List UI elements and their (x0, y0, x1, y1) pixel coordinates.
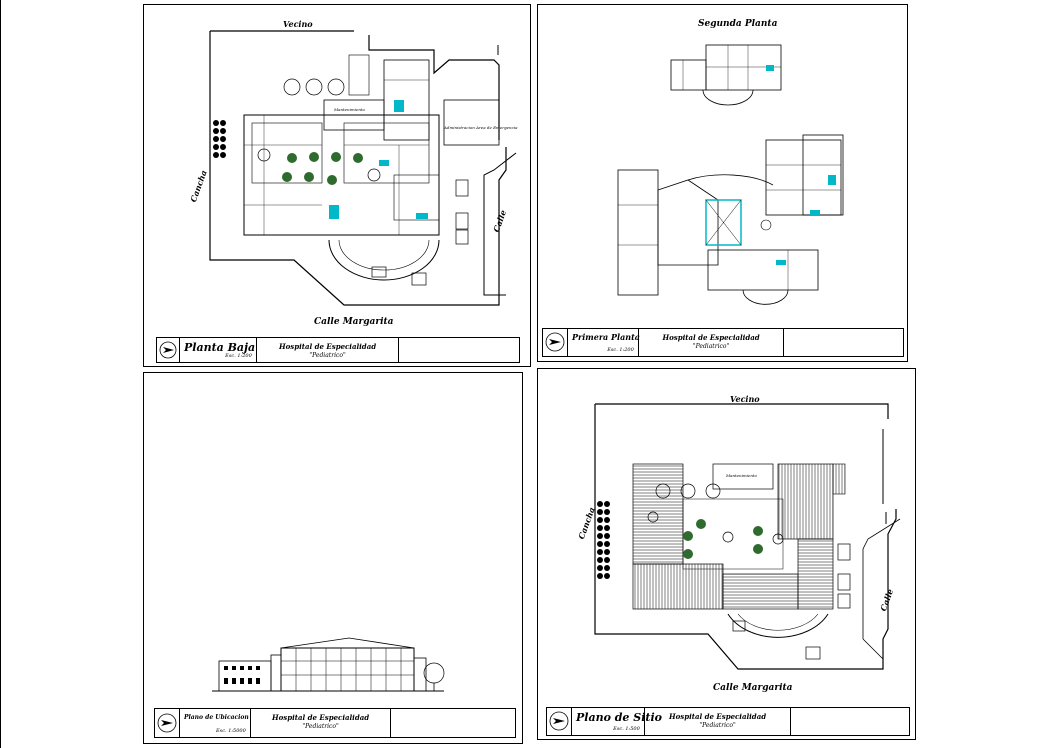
title-block-planta-baja: Planta Baja Esc. 1:200 Hospital de Espec… (156, 337, 520, 363)
north-arrow-icon (545, 332, 565, 352)
north-arrow-icon (549, 711, 569, 731)
room-label-emergencia: Administracion Area de Emergencia (444, 125, 518, 130)
drawing-title: Plano de Ubicacion (184, 714, 249, 721)
project-name: Hospital de Especialidad (278, 342, 377, 351)
street-label-top: Vecino (283, 19, 313, 29)
drawing-scale: Esc. 1:5000 (216, 728, 246, 734)
panel-plano-sitio: Vecino Cancha Calle Calle Margarita Mant… (537, 368, 916, 740)
drawing-title: Plano de Sitio (576, 711, 662, 724)
drawing-scale: Esc. 1:500 (613, 726, 640, 732)
title-block-plano-sitio: Plano de Sitio Esc. 1:500 Hospital de Es… (546, 707, 910, 736)
title-block-primera-planta: Primera Planta Esc. 1:200 Hospital de Es… (542, 328, 904, 357)
street-label-top: Vecino (730, 394, 760, 404)
first-floor-plan (617, 44, 844, 305)
panel-planta-baja: Vecino Cancha Calle Calle Margarita Mant… (143, 4, 531, 367)
project-name: Hospital de Especialidad (662, 333, 760, 342)
north-arrow-icon (157, 713, 177, 733)
drawing-scale: Esc. 1:200 (225, 353, 252, 359)
street-label-bottom: Calle Margarita (713, 683, 793, 693)
elevation-drawing (212, 637, 445, 692)
site-plan (594, 403, 901, 670)
ground-floor-plan (209, 30, 517, 306)
project-name: Hospital de Especialidad (668, 712, 767, 721)
upper-floor-label: Segunda Planta (698, 19, 778, 29)
panel-ubicacion: Plano de Ubicacion Esc. 1:5000 Hospital … (143, 372, 523, 744)
project-subtitle: "Pediatrico" (302, 723, 339, 730)
room-label-mantenimiento: Mantenimiento (726, 473, 757, 478)
project-subtitle: "Pediatrico" (699, 722, 736, 729)
drawing-title: Primera Planta (572, 332, 640, 342)
sheet-left-border (0, 0, 1, 748)
north-arrow-icon (159, 341, 177, 359)
project-subtitle: "Pediatrico" (692, 343, 730, 350)
street-label-bottom: Calle Margarita (314, 317, 394, 327)
project-subtitle: "Pediatrico" (309, 352, 346, 359)
title-block-ubicacion: Plano de Ubicacion Esc. 1:5000 Hospital … (154, 708, 516, 738)
drawing-scale: Esc. 1:200 (607, 347, 634, 353)
drawing-title: Planta Baja (184, 341, 256, 354)
project-name: Hospital de Especialidad (272, 713, 370, 722)
room-label-mantenimiento: Mantenimiento (334, 107, 365, 112)
panel-primera-planta: Segunda Planta Primera Planta Esc. 1:200… (537, 4, 908, 362)
